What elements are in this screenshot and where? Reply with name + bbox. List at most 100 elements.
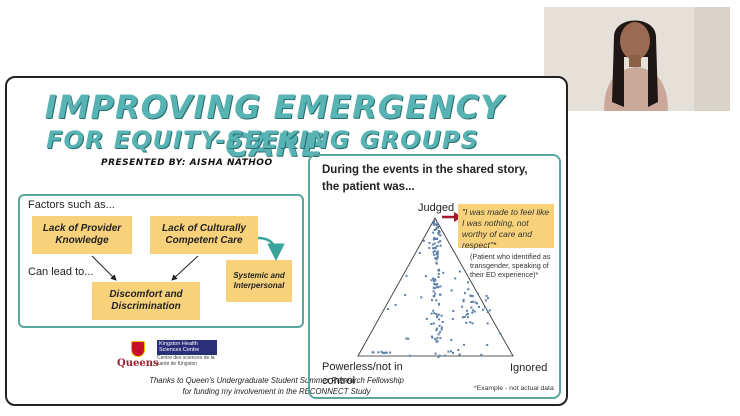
triad-panel: During the events in the shared story, t…: [308, 154, 561, 399]
triad-dot: [383, 352, 386, 355]
triad-dot: [432, 309, 435, 312]
triad-dot: [441, 321, 444, 323]
triad-dot: [438, 303, 441, 306]
triad-dot: [466, 312, 469, 315]
triad-dot: [437, 313, 440, 316]
triad-dot: [436, 224, 438, 226]
triad-dot: [435, 340, 438, 343]
triad-dot: [434, 223, 437, 226]
triad-dots: [371, 220, 502, 358]
triad-dot: [435, 226, 438, 229]
triad-dot: [435, 228, 438, 231]
triad-dot: [440, 326, 443, 329]
triad-dot: [435, 237, 438, 240]
triad-dot: [473, 310, 476, 313]
triad-dot: [457, 349, 460, 351]
triad-dot: [435, 299, 438, 302]
triad-dot: [439, 285, 442, 288]
triad-dot: [482, 308, 484, 311]
triad-dot: [450, 350, 452, 353]
label-judged: Judged: [418, 202, 455, 214]
factors-label: Factors such as...: [28, 199, 115, 211]
triad-dot: [467, 288, 470, 291]
triad-dot: [434, 247, 437, 250]
triad-dot: [488, 309, 491, 312]
triad-dot: [450, 289, 453, 292]
triad-dot: [433, 280, 435, 283]
triad-dot: [434, 352, 437, 355]
triad-dot: [472, 309, 475, 312]
triad-dot: [434, 279, 437, 282]
triad-dot: [437, 232, 440, 234]
triad-dot: [469, 294, 472, 297]
triad-dot: [436, 221, 439, 224]
triad-dot: [499, 332, 502, 335]
triad-dot: [478, 305, 480, 308]
triad-dot: [432, 322, 435, 325]
triad-dot: [436, 336, 439, 339]
slide-title: IMPROVING EMERGENCY CARE: [44, 88, 505, 164]
systemic-box: Systemic and Interpersonal: [226, 260, 292, 302]
lead-label: Can lead to...: [28, 266, 94, 278]
triad-dot: [439, 234, 442, 237]
triad-dot: [436, 283, 439, 286]
triad-dot: [431, 299, 433, 302]
triad-dot: [389, 351, 392, 354]
triad-dot: [476, 292, 479, 295]
triad-dot: [480, 353, 483, 356]
triad-dot: [447, 350, 450, 353]
triad-dot: [471, 311, 474, 314]
triad-dot: [380, 350, 383, 353]
triad-dot: [418, 252, 421, 254]
triad-dot: [431, 243, 434, 246]
triad-dot: [435, 329, 438, 332]
triad-dot: [432, 221, 435, 224]
triad-dot: [484, 306, 487, 309]
triad-dot: [461, 305, 464, 308]
triad-dot: [420, 296, 423, 299]
triad-dot: [435, 261, 438, 264]
triad-dot: [462, 300, 465, 303]
triad-dot: [438, 230, 441, 233]
triad-dot: [434, 292, 437, 295]
triad-dot: [433, 229, 436, 231]
triad-dot: [432, 223, 435, 226]
triad-dot: [434, 257, 437, 260]
triad-dot: [422, 239, 425, 242]
triad-triangle: [357, 217, 514, 357]
factors-panel: Factors such as... Lack of Provider Know…: [18, 194, 304, 328]
triad-dot: [486, 311, 489, 314]
triad-dot: [436, 253, 439, 256]
triad-dot: [385, 351, 388, 354]
triad-dot: [474, 301, 477, 304]
triad-dot: [465, 313, 468, 316]
triad-dot: [437, 318, 440, 321]
discomfort-box: Discomfort and Discrimination: [92, 282, 200, 320]
triad-dot: [433, 287, 436, 290]
triad-dot: [463, 315, 466, 318]
triad-dot: [387, 308, 389, 311]
triad-dot: [451, 317, 454, 320]
triad-dot: [463, 343, 465, 346]
triad-dot: [476, 302, 479, 305]
triad-dot: [405, 337, 408, 340]
triad-dot: [440, 314, 443, 317]
triad-dot: [450, 338, 453, 341]
triad-dot: [470, 306, 473, 309]
triad-dot: [432, 286, 435, 289]
triad-dot: [437, 233, 440, 236]
triad-dot: [433, 249, 436, 252]
triad-dot: [452, 351, 454, 354]
triad-dot: [432, 231, 435, 234]
triad-dot: [487, 297, 489, 300]
flow-arrows: [91, 236, 285, 281]
triad-dot: [458, 270, 461, 273]
triad-dot: [437, 226, 439, 229]
triad-dot: [433, 283, 436, 286]
triad-dot: [436, 245, 439, 248]
triad-dot: [432, 247, 435, 249]
triad-dot: [462, 298, 465, 301]
triad-dot: [434, 238, 437, 240]
acknowledgement: Thanks to Queen's Undergraduate Student …: [149, 376, 404, 396]
triad-dot: [452, 310, 455, 312]
